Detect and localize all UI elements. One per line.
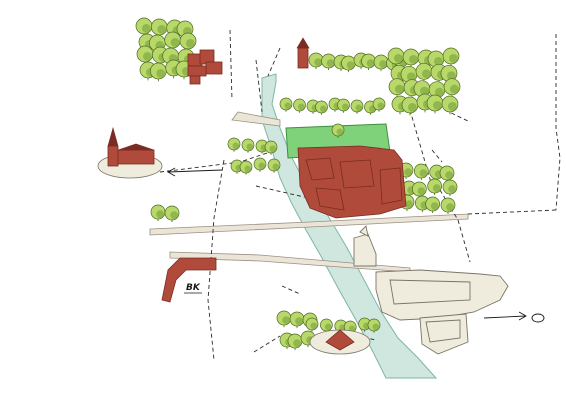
tree bbox=[331, 123, 345, 138]
tree bbox=[426, 94, 444, 114]
stone-building-southeast bbox=[419, 313, 469, 355]
tree bbox=[400, 65, 418, 85]
tree bbox=[239, 160, 253, 175]
tree-cluster-south bbox=[305, 317, 381, 335]
tree bbox=[341, 55, 356, 73]
stone-building-large bbox=[375, 269, 509, 321]
tree-cluster-northeast bbox=[387, 47, 461, 116]
tree bbox=[413, 163, 429, 181]
tree bbox=[350, 99, 364, 114]
tree-cluster-east bbox=[398, 162, 458, 215]
tree bbox=[373, 54, 389, 72]
tree bbox=[305, 317, 319, 332]
church-icon bbox=[107, 126, 155, 167]
car-icon bbox=[531, 313, 545, 323]
garden-south bbox=[309, 329, 371, 355]
tower bbox=[296, 37, 310, 69]
road-diagonal-top bbox=[231, 111, 281, 127]
tree bbox=[293, 98, 306, 113]
artist-signature: BK bbox=[184, 283, 202, 294]
tree bbox=[150, 18, 168, 38]
stone-building-small bbox=[353, 225, 377, 267]
castle-complex bbox=[297, 145, 407, 219]
tree bbox=[387, 47, 405, 67]
tree bbox=[401, 96, 419, 116]
arrow-icon bbox=[483, 311, 527, 321]
river bbox=[261, 73, 438, 379]
tree-row-west bbox=[227, 137, 281, 175]
tree bbox=[227, 137, 241, 152]
tree bbox=[402, 48, 420, 68]
tree bbox=[150, 204, 166, 222]
tree bbox=[136, 45, 154, 65]
tree bbox=[164, 31, 182, 51]
tree bbox=[308, 52, 324, 70]
tree bbox=[441, 95, 459, 115]
tree bbox=[443, 78, 461, 98]
building-southwest-wall bbox=[161, 257, 217, 303]
tree-single-road bbox=[150, 204, 180, 223]
tree bbox=[361, 53, 376, 71]
tree bbox=[440, 197, 456, 215]
tree bbox=[279, 97, 293, 112]
tree-row-center bbox=[279, 97, 386, 115]
tree bbox=[267, 158, 281, 173]
tree bbox=[411, 181, 427, 199]
tree bbox=[289, 311, 305, 329]
building-northwest bbox=[187, 49, 223, 85]
signature-text: BK bbox=[186, 283, 201, 293]
tree bbox=[287, 333, 303, 351]
tree bbox=[241, 138, 255, 153]
tree bbox=[439, 165, 455, 183]
tree bbox=[372, 97, 386, 112]
tree bbox=[164, 205, 180, 223]
tree bbox=[149, 62, 167, 82]
tree bbox=[415, 62, 433, 82]
lawn-tree bbox=[331, 123, 345, 138]
tree bbox=[442, 179, 458, 197]
tree bbox=[321, 53, 336, 71]
tree bbox=[315, 100, 328, 115]
tree bbox=[320, 318, 333, 333]
road-upper bbox=[149, 213, 469, 236]
tree bbox=[425, 196, 441, 214]
tree bbox=[442, 47, 460, 67]
tree-cluster-northwest bbox=[135, 17, 197, 82]
tree bbox=[388, 78, 406, 98]
tree bbox=[264, 140, 278, 155]
tree bbox=[337, 98, 350, 113]
church-island bbox=[97, 126, 163, 179]
tree bbox=[179, 32, 197, 52]
arrow-icon bbox=[167, 167, 223, 177]
tree bbox=[276, 310, 292, 328]
tree bbox=[253, 157, 267, 172]
tree bbox=[135, 17, 153, 37]
tree bbox=[367, 318, 381, 333]
tree bbox=[427, 178, 443, 196]
